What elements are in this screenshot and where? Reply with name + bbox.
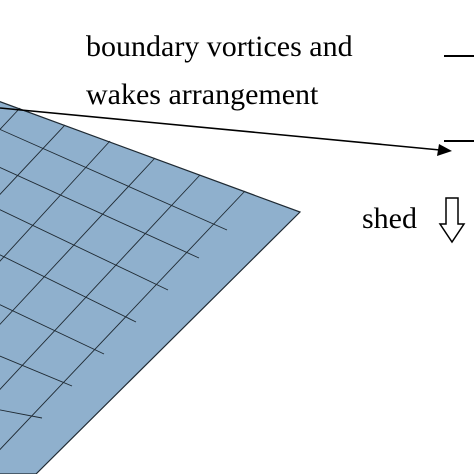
arrangement-label-line2: wakes arrangement	[86, 78, 319, 111]
pointer-arrow-head	[437, 144, 452, 156]
spanwise-grid-line	[0, 174, 201, 390]
spanwise-grid-line	[0, 140, 111, 262]
chordwise-grid-line	[0, 254, 137, 323]
spanwise-grid-line	[0, 124, 66, 195]
arrangement-label-line1: boundary vortices and	[86, 30, 353, 63]
chordwise-grid-line	[0, 128, 228, 231]
hollow-down-arrow-icon	[438, 197, 466, 244]
spanwise-grid-line	[0, 190, 246, 451]
shed-label: shed	[362, 202, 417, 235]
chordwise-grid-line	[0, 167, 200, 259]
chordwise-grid-line	[0, 209, 169, 291]
chordwise-grid-line	[0, 355, 73, 387]
pointer-arrow-shaft	[0, 107, 441, 151]
panel-grid	[0, 107, 246, 451]
spanwise-grid-line	[0, 157, 156, 325]
spanwise-grid-line	[0, 107, 21, 130]
chordwise-grid-line	[0, 409, 43, 419]
wing-panel	[0, 101, 302, 474]
chordwise-grid-line	[0, 304, 105, 355]
